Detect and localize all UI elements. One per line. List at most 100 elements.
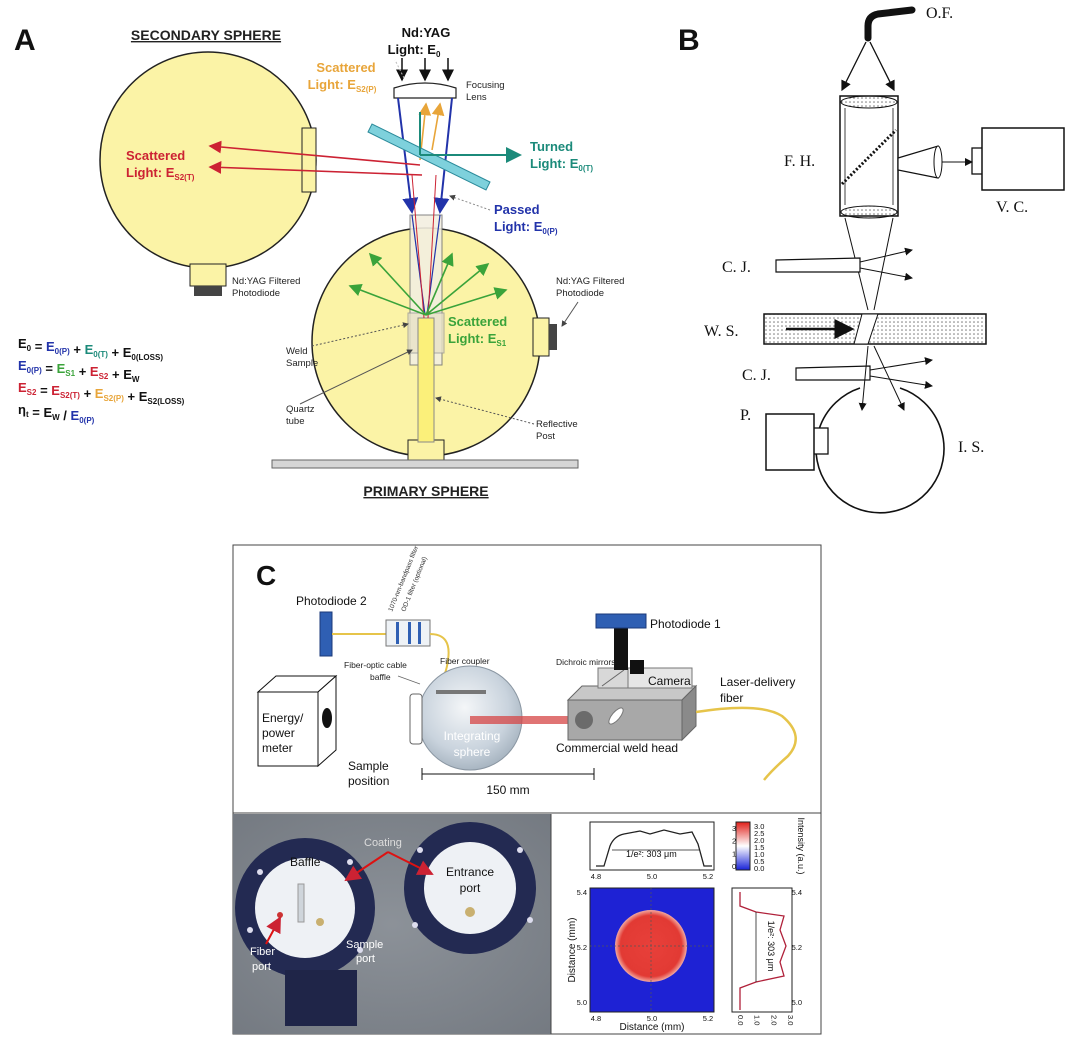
weld-label-1: Weld	[286, 346, 307, 357]
photodiode-1	[595, 613, 647, 629]
cross-jet-bottom	[795, 365, 871, 381]
camera-label: Camera	[648, 674, 691, 688]
scatter-green-3	[425, 262, 490, 316]
tick-label: 5.2	[703, 1014, 713, 1023]
tick-label: 1.0	[753, 1015, 762, 1025]
sample-position-label-1: Sample	[348, 759, 389, 773]
filter-2	[408, 622, 411, 644]
entrance-port-hole	[465, 907, 475, 917]
energy-equations: E0 = E0(P) + E0(T) + E0(LOSS)E0(P) = ES1…	[18, 336, 185, 425]
vc-label: V. C.	[996, 199, 1028, 216]
map-x-ticks: 4.8 5.0 5.2	[591, 1014, 713, 1023]
sample-port-hole	[316, 918, 324, 926]
laser-fiber	[695, 706, 797, 781]
scatter-red-up-2	[427, 174, 437, 319]
top-profile-curve	[596, 829, 712, 867]
fiber-port-label-1: Fiber	[250, 946, 275, 958]
ws-label: W. S.	[704, 323, 739, 340]
panel-a-letter: A	[14, 24, 36, 57]
sample-position-label-2: position	[348, 774, 389, 788]
fiber-coupler-label: Fiber coupler	[440, 656, 490, 666]
scatter-green-5	[425, 252, 454, 316]
tick-label: 5.0	[647, 1014, 657, 1023]
ndyag-label-1: Nd:YAG	[402, 25, 451, 40]
secondary-photodiode	[194, 286, 222, 296]
panel-c: C Photodiode 2 1070-nm-bandpass filter O…	[232, 544, 822, 1035]
equation-line: ηt = EW / E0(P)	[18, 402, 95, 425]
focus-ray-right	[873, 217, 894, 311]
right-profile-axes	[731, 887, 793, 1013]
scattered-top-label-2: Light: ES2(P)	[308, 77, 377, 94]
tick-label: 4.8	[591, 1014, 601, 1023]
weld-label-2: Sample	[286, 358, 318, 369]
primary-photodiode	[549, 324, 557, 350]
sample-port-label-2: port	[356, 953, 375, 965]
coating-arrow-right	[387, 851, 434, 875]
vc-lens	[933, 145, 943, 179]
coating-arrow-left	[344, 851, 389, 882]
baffle-photo	[297, 883, 305, 923]
x-axis-label: Distance (mm)	[619, 1022, 684, 1033]
energy-label-2: power	[262, 726, 295, 740]
focusing-lens	[393, 82, 457, 99]
secondary-sphere-port	[301, 127, 317, 193]
photodiode-left-label-2: Photodiode	[232, 288, 280, 299]
cj-top-arrow-2	[859, 267, 913, 281]
turned-label-2: Light: E0(T)	[530, 156, 593, 173]
fiber-cone-left	[841, 41, 867, 92]
tick-label: 0.0	[754, 864, 764, 873]
baffle-leader	[397, 675, 421, 685]
optical-table	[271, 459, 579, 469]
panel-a: A SECONDARY SPHERE Nd:YAG Filtered Photo…	[14, 24, 624, 499]
passed-beam-left	[397, 97, 419, 214]
weld-leader	[311, 322, 409, 347]
photodetector	[765, 413, 815, 471]
equation-line: E0 = E0(P) + E0(T) + E0(LOSS)	[18, 336, 163, 362]
photodiode2-label: Photodiode 2	[296, 594, 367, 608]
fiber-cone-right	[869, 41, 895, 92]
focusing-lens-label-2: Lens	[466, 92, 487, 103]
weld-head-aperture	[575, 711, 593, 729]
cj-bot-arrow-1	[869, 357, 933, 371]
scatter-red-1	[208, 140, 421, 166]
reflective-post	[417, 317, 435, 443]
fiber-cable-label-2: baffle	[370, 672, 391, 682]
photodiode1-label: Photodiode 1	[650, 617, 721, 631]
baffle-label: Baffle	[290, 855, 321, 869]
fiber-port-arrow	[265, 916, 281, 945]
sample-port-label-1: Sample	[346, 939, 383, 951]
energy-label-3: meter	[262, 741, 293, 755]
panel-b: B O.F. F. H. V. C. C. J. W. S.	[678, 5, 1065, 514]
energy-meter	[257, 691, 319, 767]
sample-holder	[409, 693, 423, 745]
reflective-leader	[435, 396, 535, 425]
passed-label-2: Light: E0(P)	[494, 219, 558, 236]
cj-top-label: C. J.	[722, 259, 751, 276]
tick-label: 2.5	[754, 829, 764, 838]
photodiode-left-label-1: Nd:YAG Filtered	[232, 276, 300, 287]
quartz-leader	[299, 349, 413, 405]
equation-line: ES2 = ES2(T) + ES2(P) + ES2(LOSS)	[18, 380, 185, 406]
secondary-photodiode-housing	[189, 263, 227, 287]
filter-3	[418, 622, 421, 644]
laser-beam	[470, 716, 594, 724]
vc-lens-cone	[897, 145, 939, 179]
tick-label: 5.0	[577, 998, 587, 1007]
scatter-orange-2	[431, 102, 445, 151]
weld-head-side	[681, 684, 697, 742]
dichroic-label: Dichroic mirrors	[556, 657, 616, 667]
tick-label: 5.0	[647, 872, 657, 881]
passed-leader	[449, 194, 491, 211]
primary-sphere-title: PRIMARY SPHERE	[363, 483, 488, 499]
beam-splitter	[367, 123, 491, 191]
colorbar-ticks: 3.02.52.01.51.00.50.0	[754, 822, 764, 873]
tick-label: 1.5	[754, 843, 764, 852]
weld-head-lens	[608, 707, 624, 725]
focusing-head	[839, 95, 899, 217]
reflective-label-2: Post	[536, 431, 555, 442]
colorbar	[735, 821, 751, 871]
filter-1	[396, 622, 399, 644]
quartz-label-2: tube	[286, 416, 305, 427]
tick-label: 5.4	[792, 888, 802, 897]
